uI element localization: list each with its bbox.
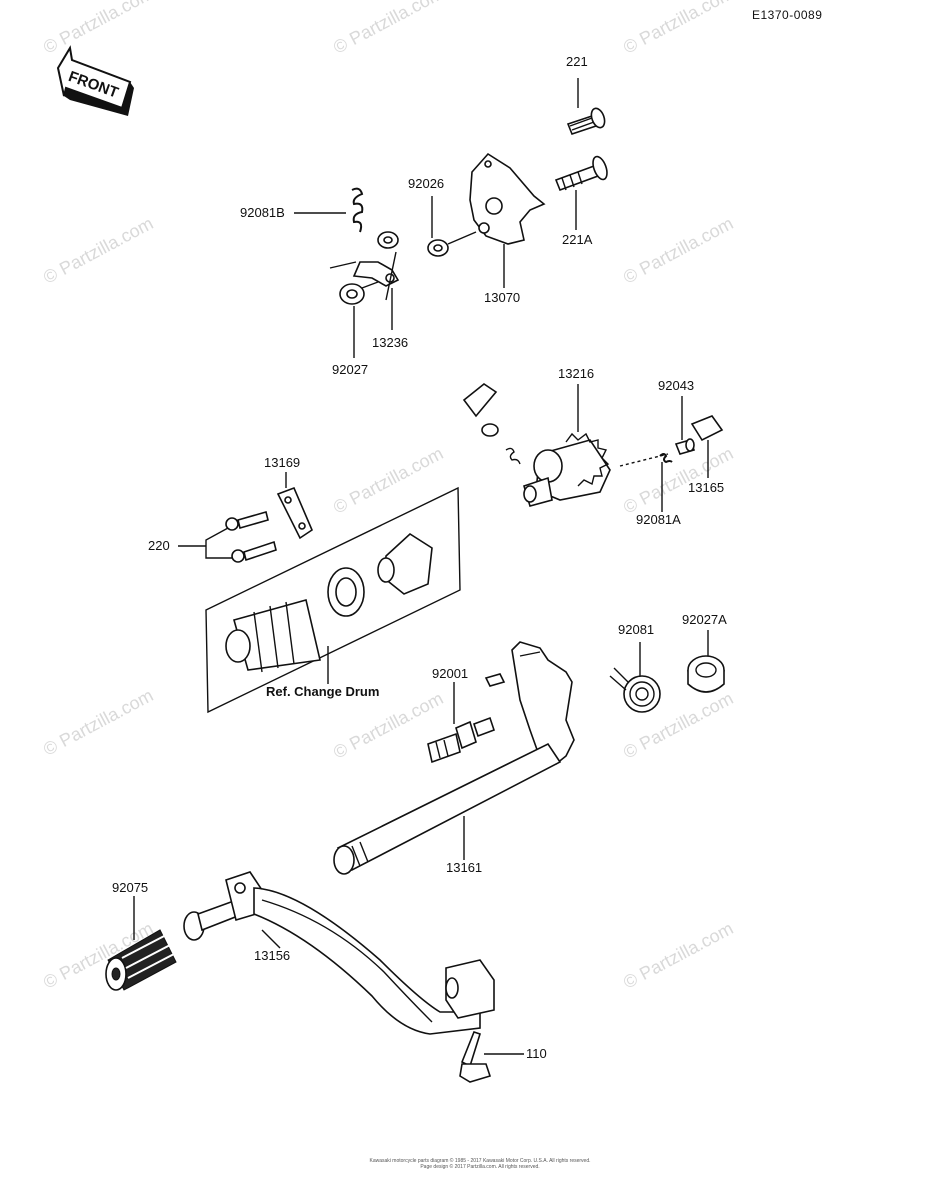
front-arrow-icon (56, 45, 134, 116)
screw-221-icon (566, 78, 606, 135)
pedal-rubber-92075-icon (105, 896, 177, 991)
bolt-110-icon (459, 1031, 524, 1083)
lever-13236-icon (329, 231, 400, 330)
part-label-92027: 92027 (332, 362, 369, 377)
pedal-13156-icon (183, 871, 495, 1035)
collar-92027-icon (339, 281, 379, 358)
part-label-110: 110 (526, 1046, 547, 1061)
part-label-13169: 13169 (264, 455, 301, 470)
part-label-13161: 13161 (446, 860, 483, 875)
screw-221a-icon (554, 155, 608, 230)
spring-92081b-icon (294, 187, 364, 233)
pin-92043-icon (674, 396, 696, 455)
bolt-220-icon (178, 511, 277, 563)
part-label-92001: 92001 (432, 666, 469, 681)
ref-change-drum-label: Ref. Change Drum (266, 684, 380, 699)
block-13165-icon (690, 415, 724, 478)
part-label-13165: 13165 (688, 480, 725, 495)
part-label-221: 221 (566, 54, 588, 69)
shaft-13216-icon (462, 383, 669, 507)
part-label-92026: 92026 (408, 176, 445, 191)
part-label-92043: 92043 (658, 378, 695, 393)
part-label-92081: 92081 (618, 622, 655, 637)
part-label-13216: 13216 (558, 366, 595, 381)
part-label-221a: 221A (562, 232, 593, 247)
copyright-line-2: Page design © 2017 Partzilla.com. All ri… (420, 1164, 540, 1170)
part-label-92081b: 92081B (240, 205, 285, 220)
copyright-footer: Kawasaki motorcycle parts diagram © 1985… (330, 1158, 630, 1170)
part-label-220: 220 (148, 538, 170, 553)
plate-13070-icon (469, 152, 546, 288)
part-label-13070: 13070 (484, 290, 521, 305)
spring-92081a-icon (659, 453, 673, 512)
part-label-13156: 13156 (254, 948, 291, 963)
stud-92001-icon (427, 682, 496, 764)
plate-13169-icon (276, 472, 313, 540)
shaft-13161-icon (333, 641, 575, 875)
diagram-code: E1370-0089 (752, 8, 823, 22)
copyright-line-1: Kawasaki motorcycle parts diagram © 1985… (369, 1158, 591, 1164)
washer-92026-icon (427, 196, 477, 257)
part-label-13236: 13236 (372, 335, 409, 350)
part-label-92075: 92075 (112, 880, 149, 895)
part-label-92081a: 92081A (636, 512, 681, 527)
change-drum-reference-icon (205, 486, 461, 714)
collar-92027a-icon (687, 630, 725, 693)
part-label-92027a: 92027A (682, 612, 727, 627)
spring-92081-icon (609, 642, 661, 713)
